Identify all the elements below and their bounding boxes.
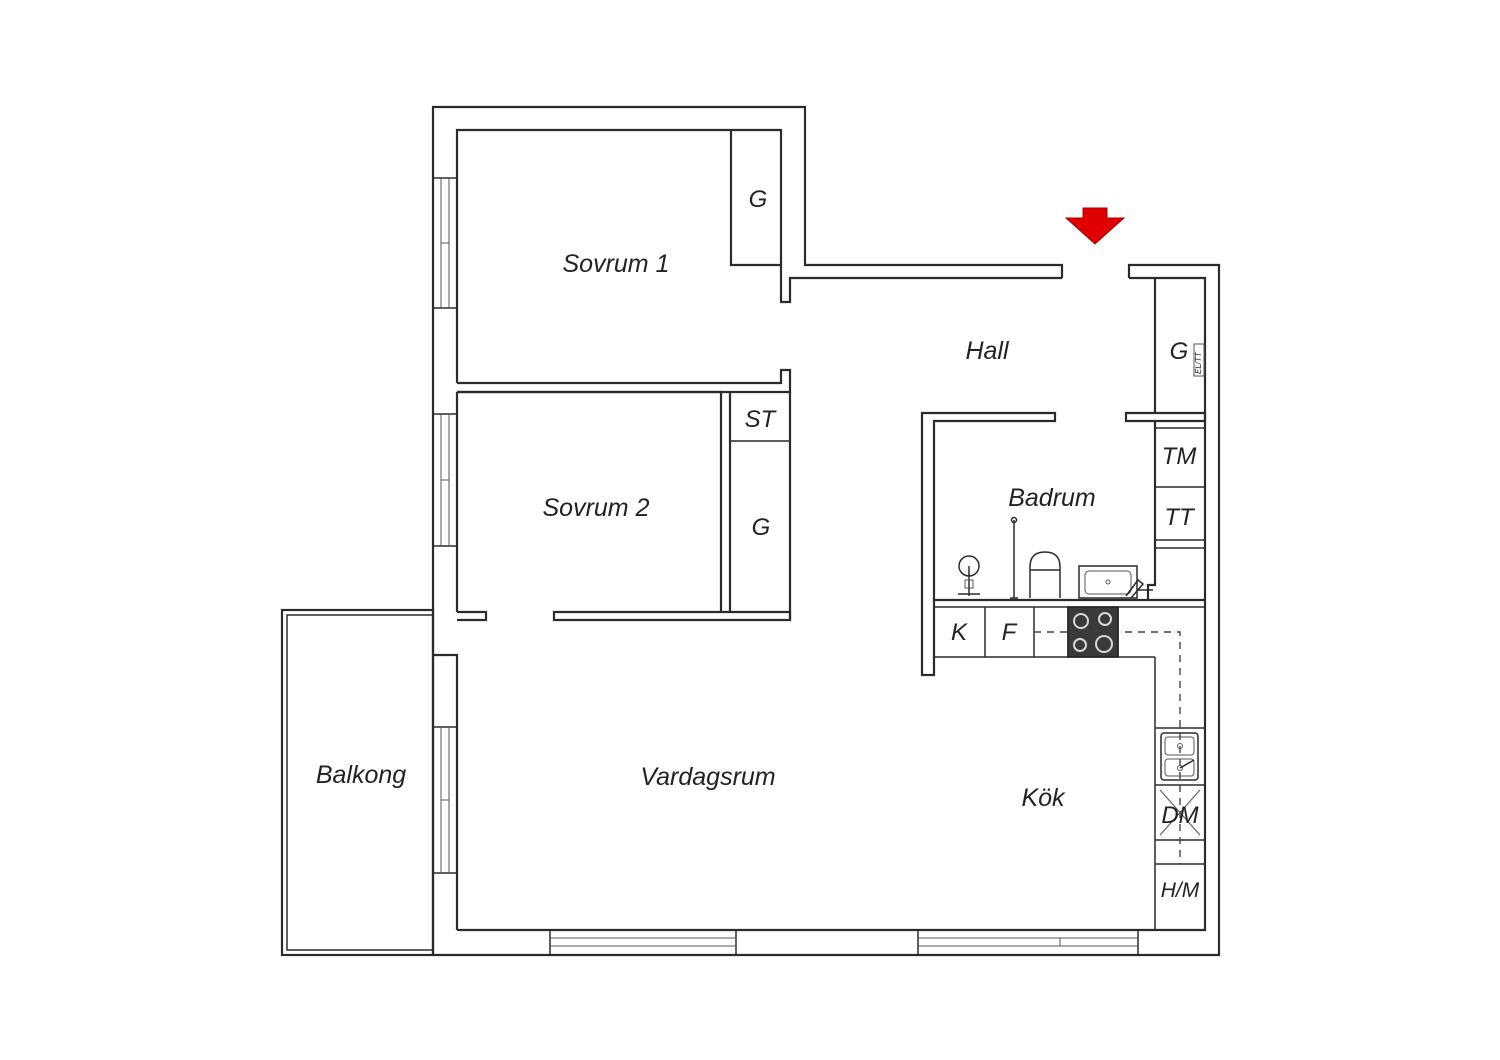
room-label-sovrum2: Sovrum 2 [543,494,650,522]
room-label-hall: Hall [965,337,1010,365]
closet-label-sovrum1: G [749,186,768,213]
room-label-balkong: Balkong [316,761,406,789]
toilet-icon [1029,551,1061,598]
fridge-label-k: K [951,619,968,646]
dryer-label-tt: TT [1164,504,1196,531]
electrical-panel: EL/TT [1193,343,1205,377]
balcony [280,608,435,957]
closet-label-hall: G [1170,338,1189,365]
dishwasher-label-dm: DM [1161,802,1198,829]
shower-rod-icon [1010,516,1018,599]
room-label-vardagsrum: Vardagsrum [640,763,775,791]
room-label-sovrum1: Sovrum 1 [563,250,670,278]
windows [432,177,1139,956]
closet-label-sovrum2: G [752,514,771,541]
freezer-label-f: F [1002,619,1018,646]
room-label-kok: Kök [1021,784,1066,812]
oven-microwave-label-hm: H/M [1161,879,1200,902]
room-label-badrum: Badrum [1008,484,1096,512]
washer-label-tm: TM [1162,443,1197,470]
electrical-panel-label: EL/TT [1194,351,1203,374]
bathroom-sink-icon [1078,565,1153,599]
kitchen-sink-icon [1160,732,1199,781]
stove-icon [1067,606,1119,658]
storage-label-st: ST [745,406,778,433]
arrow-down-icon [1064,207,1126,245]
shower-icon [958,555,980,596]
interior-walls [457,130,1207,677]
